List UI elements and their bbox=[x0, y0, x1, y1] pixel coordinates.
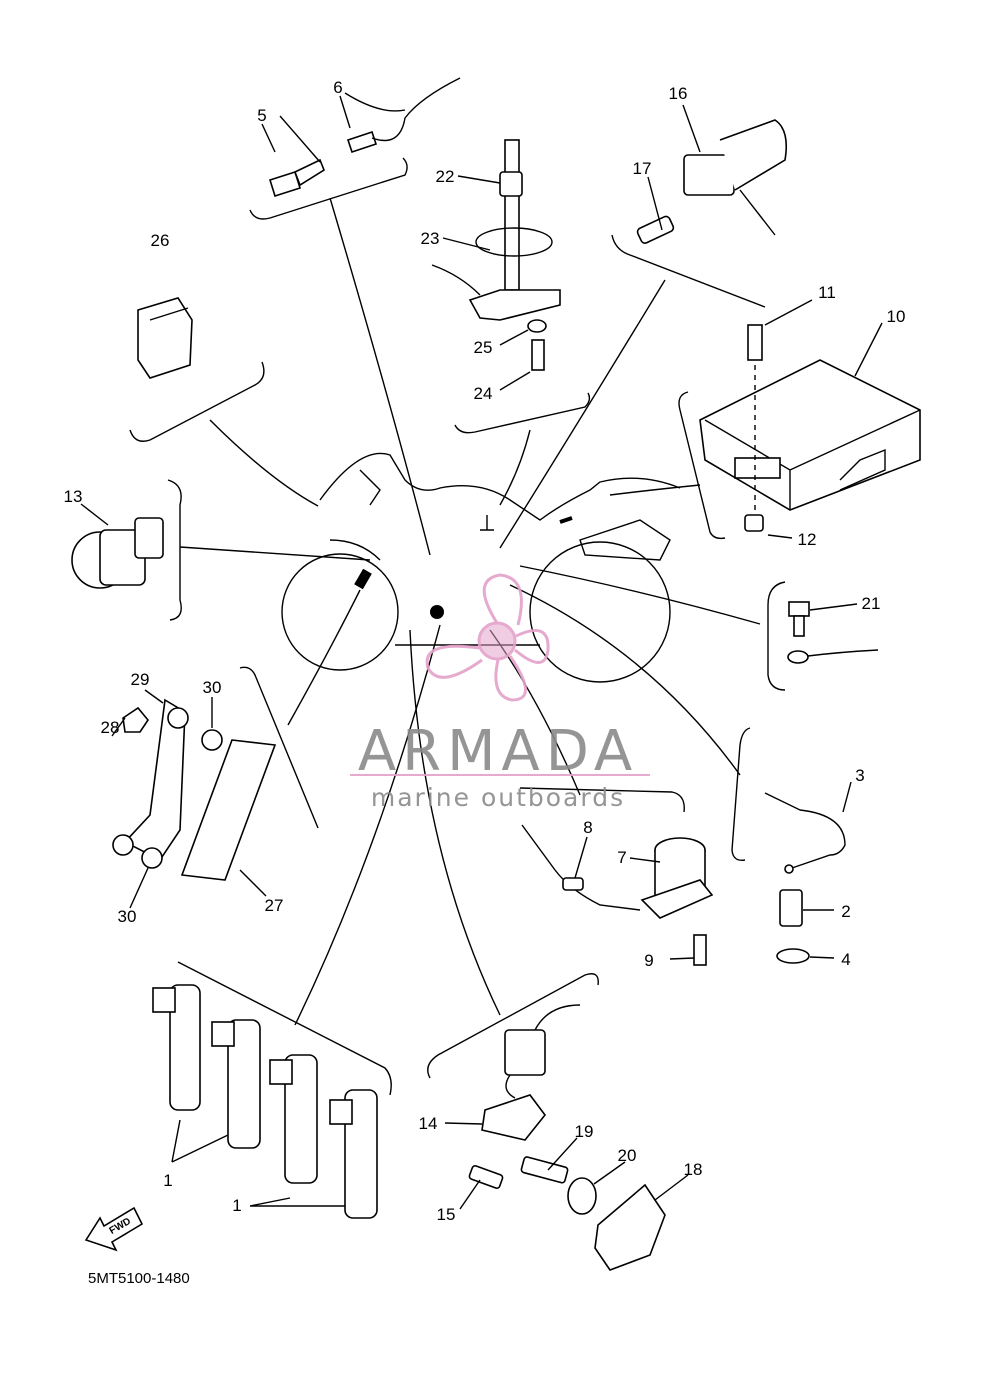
callout-29: 29 bbox=[131, 670, 150, 689]
callout-1b: 1 bbox=[232, 1196, 241, 1215]
callout-25: 25 bbox=[474, 338, 493, 357]
callout-10: 10 bbox=[887, 307, 906, 326]
callout-leaders bbox=[80, 95, 883, 1210]
callout-1a: 1 bbox=[163, 1171, 172, 1190]
watermark-subtitle: marine outboards bbox=[371, 783, 625, 812]
sensor-part-6 bbox=[344, 77, 461, 154]
callout-22: 22 bbox=[436, 167, 455, 186]
sensor-part-16 bbox=[636, 119, 788, 244]
bracket-assembly-29 bbox=[112, 698, 277, 881]
motorcycle-outline bbox=[281, 452, 681, 683]
relay-part-26 bbox=[137, 297, 193, 379]
callout-12: 12 bbox=[798, 530, 817, 549]
callout-3: 3 bbox=[855, 766, 864, 785]
switch-part-13 bbox=[71, 517, 164, 589]
callout-23: 23 bbox=[421, 229, 440, 248]
armada-watermark: ARMADA marine outboards bbox=[350, 573, 650, 812]
callout-30a: 30 bbox=[203, 678, 222, 697]
group-brackets bbox=[129, 157, 786, 1096]
ecu-part-10 bbox=[699, 324, 921, 532]
diagram-code: 5MT5100-1480 bbox=[88, 1270, 190, 1287]
callout-24: 24 bbox=[474, 384, 493, 403]
callout-2: 2 bbox=[841, 902, 850, 921]
pickup-coil-assembly bbox=[468, 1004, 666, 1271]
callout-9: 9 bbox=[644, 951, 653, 970]
lead-part-3 bbox=[764, 792, 846, 874]
callout-19: 19 bbox=[575, 1122, 594, 1141]
propeller-logo bbox=[425, 573, 550, 702]
callout-26: 26 bbox=[151, 231, 170, 250]
callout-7: 7 bbox=[617, 848, 626, 867]
callout-11: 11 bbox=[818, 283, 836, 302]
callout-5: 5 bbox=[257, 106, 266, 125]
callout-8: 8 bbox=[583, 818, 592, 837]
callout-14: 14 bbox=[419, 1114, 438, 1133]
ground-lead-21 bbox=[787, 601, 879, 664]
callout-6: 6 bbox=[333, 78, 342, 97]
callout-21: 21 bbox=[862, 594, 881, 613]
leader-lines bbox=[179, 197, 761, 1026]
callout-15: 15 bbox=[437, 1205, 456, 1224]
callout-16: 16 bbox=[669, 84, 688, 103]
callout-4: 4 bbox=[841, 950, 850, 969]
solenoid-part-7 bbox=[521, 824, 714, 966]
ignition-coils-1 bbox=[152, 984, 378, 1219]
watermark-title: ARMADA bbox=[358, 719, 638, 784]
switch-part-2 bbox=[776, 889, 810, 964]
callout-28: 28 bbox=[101, 718, 120, 737]
level-sensor-assembly bbox=[431, 139, 561, 371]
callout-30b: 30 bbox=[118, 907, 137, 926]
callout-labels: 1 1 2 3 4 5 6 7 8 9 10 11 12 13 14 15 16… bbox=[64, 78, 906, 1224]
fwd-arrow-icon: FWD bbox=[84, 1206, 144, 1252]
callout-13: 13 bbox=[64, 487, 83, 506]
callout-27: 27 bbox=[265, 896, 284, 915]
sensor-part-5 bbox=[268, 115, 325, 198]
callout-17: 17 bbox=[633, 159, 652, 178]
callout-18: 18 bbox=[684, 1160, 703, 1179]
callout-20: 20 bbox=[618, 1146, 637, 1165]
